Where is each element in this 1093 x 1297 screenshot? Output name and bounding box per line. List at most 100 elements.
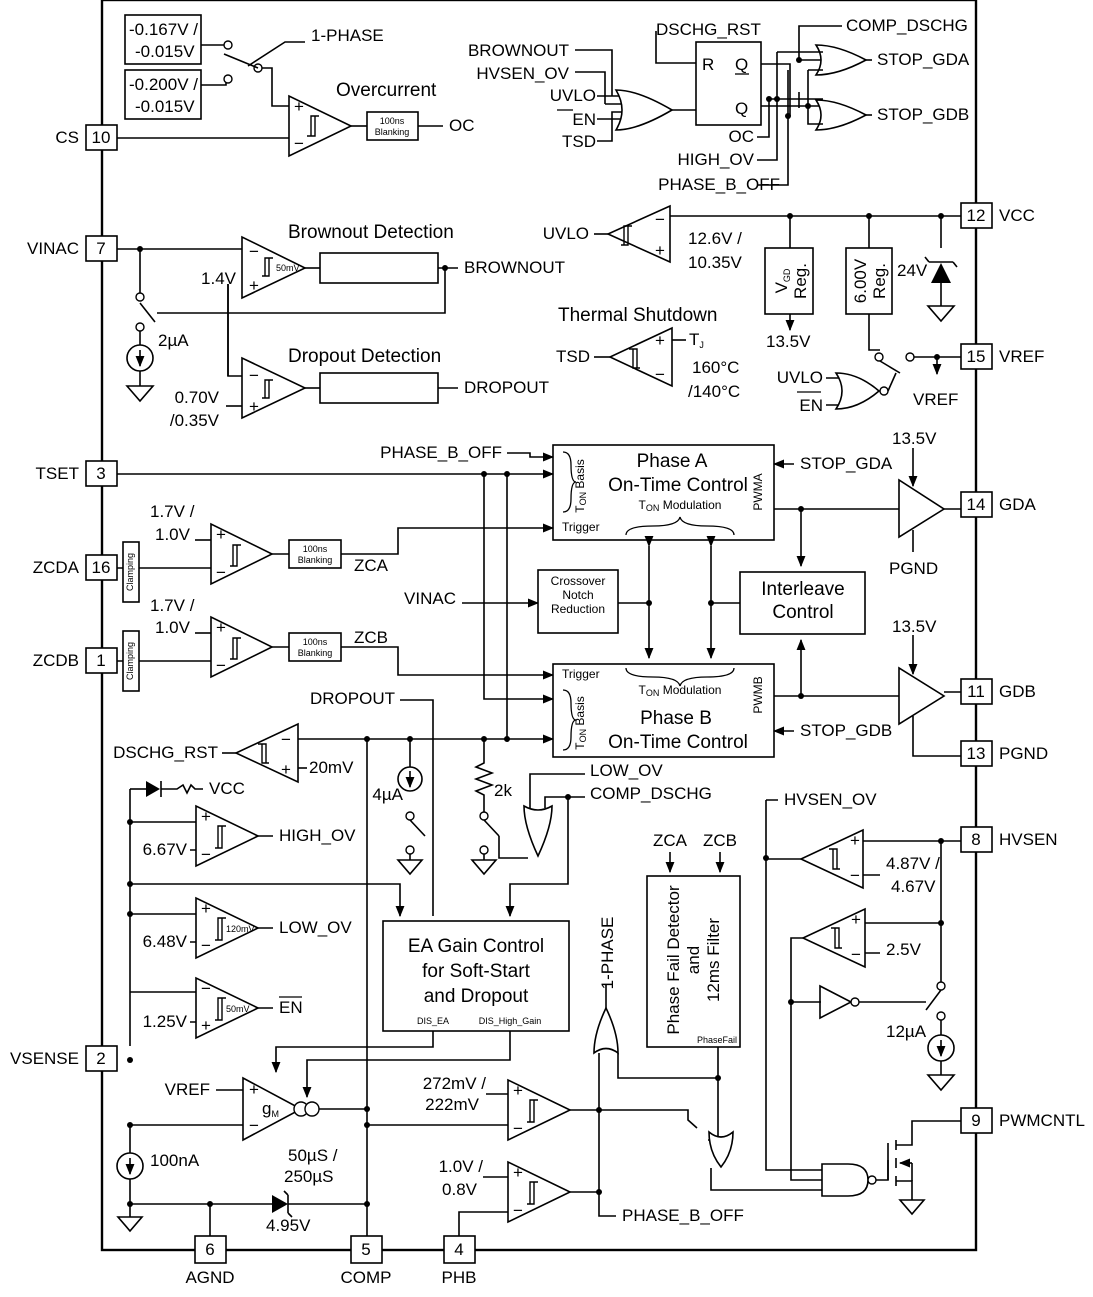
latch-stop-gda-label: STOP_GDA (877, 50, 970, 69)
phase-b-title2: On-Time Control (608, 732, 748, 753)
thermal-output-label: TSD (556, 347, 590, 366)
pin-pwmcntl-label: PWMCNTL (999, 1111, 1085, 1130)
svg-text:−: − (201, 979, 211, 998)
pin-gda: 14 GDA (960, 491, 1037, 518)
svg-text:−: − (513, 1201, 523, 1220)
phase-b-dropout-label: DROPOUT (310, 689, 395, 708)
svg-text:−: − (249, 366, 259, 385)
oc-blanking-line1: 100ns (380, 116, 405, 126)
latch-r-label: R (702, 55, 714, 74)
latch-comp-dschg-label: COMP_DSCHG (846, 16, 968, 35)
oc-threshold-b-box (124, 69, 202, 120)
brownout-output-label: BROWNOUT (464, 258, 565, 277)
low-ov-output-label: LOW_OV (279, 918, 352, 937)
brownout-comparator (241, 235, 307, 300)
pin-phb-label: PHB (442, 1268, 477, 1287)
svg-text:TON Basis: TON Basis (573, 696, 588, 750)
zcda-clamp-label: Clamping (125, 553, 135, 591)
hvsen-ov-label: HVSEN_OV (784, 790, 877, 809)
ov-vcc-label: VCC (209, 779, 245, 798)
uvlo-comparator (606, 204, 671, 264)
svg-text:−: − (249, 242, 259, 261)
brownout-dropout-block: 2µA − + 50mV 1.4V Brownout Detection BRO… (117, 222, 565, 430)
overcurrent-title: Overcurrent (336, 80, 437, 101)
pin-hvsen-number: 8 (971, 830, 980, 849)
en-threshold-label: 1.25V (143, 1012, 188, 1031)
vref-enable-nor-gate (834, 372, 881, 410)
latch-oc-label: OC (729, 127, 755, 146)
phase-fail-line3: 12ms Filter (704, 918, 723, 1002)
oc-output-label: OC (449, 116, 475, 135)
pin-gdb: 11 GDB (960, 678, 1036, 705)
phase-b-mod: Modulation (663, 683, 722, 697)
pin-hvsen-label: HVSEN (999, 830, 1058, 849)
pin-vref-number: 15 (967, 347, 986, 366)
phase-fail-detector (646, 875, 741, 1048)
gm-vref-label: VREF (165, 1080, 210, 1099)
pin-vcc: 12 VCC (960, 202, 1035, 229)
crossover-line3: Reduction (551, 602, 605, 616)
stop-gda-or-gate (814, 44, 868, 76)
zcda-blanking-line2: Blanking (298, 555, 333, 565)
brownout-title: Brownout Detection (288, 222, 454, 243)
pin-pwmcntl-number: 9 (971, 1111, 980, 1130)
hvsen-pwm-comparator (801, 907, 866, 969)
sr-latch (695, 41, 762, 126)
phase-a-phase-b-off-label: PHASE_B_OFF (380, 443, 502, 462)
oc-blanking-line2: Blanking (375, 127, 410, 137)
phb-phase-b-off-label: PHASE_B_OFF (622, 1206, 744, 1225)
pin-vref-label: VREF (999, 347, 1044, 366)
pin-zcda: 16 ZCDA (33, 554, 118, 581)
en-comparator (195, 976, 260, 1040)
dschg-comparator (234, 722, 299, 784)
svg-text:gM: gM (262, 1099, 279, 1119)
pin-cs-number: 10 (92, 128, 111, 147)
latch-q-label: Q (735, 99, 748, 118)
dropout-threshold-line1: 0.70V (175, 388, 220, 407)
pin-vinac-number: 7 (96, 239, 105, 258)
latch-tsd-label: TSD (562, 132, 596, 151)
pin-gdb-number: 11 (967, 682, 985, 701)
zcd-block: Clamping + − 1.7V / 1.0V 100ns Blanking … (117, 502, 555, 692)
pin-vref: 15 VREF (960, 343, 1044, 370)
pin-vsense: 2 VSENSE (10, 1045, 118, 1072)
ea-dis-hg-label: DIS_High_Gain (479, 1016, 542, 1026)
pin-zcda-number: 16 (92, 558, 111, 577)
en-hysteresis-label: 50mV (226, 1004, 250, 1014)
dschg-or-gate (523, 804, 553, 858)
pin-vinac-label: VINAC (27, 239, 79, 258)
brownout-hysteresis-label: 50mV (276, 263, 300, 273)
vref-reg-label: Reg. (870, 263, 889, 299)
svg-text:−: − (216, 563, 226, 582)
svg-text:+: + (850, 831, 860, 850)
dropout-comparator (241, 356, 307, 420)
vgd-reg-output: 13.5V (766, 332, 811, 351)
svg-text:TON Basis: TON Basis (573, 459, 588, 513)
dschg-output-label: DSCHG_RST (113, 743, 218, 762)
clamp-zener-label: 4.95V (266, 1216, 311, 1235)
phase-fail-zcb-label: ZCB (703, 831, 737, 850)
dschg-comp-dschg-label: COMP_DSCHG (590, 784, 712, 803)
latch-hvsen-ov-label: HVSEN_OV (476, 64, 569, 83)
gm-sub: M (271, 1109, 279, 1119)
phase-a-title1: Phase A (637, 451, 708, 472)
svg-text:−: − (851, 945, 861, 964)
oc-threshold-b-line1: -0.200V / (129, 75, 198, 94)
en-output-label: EN (279, 998, 303, 1017)
crossover-notch-reduction (537, 569, 619, 634)
pwmcntl-block: + − 272mV / 222mV + − 1.0V / 0.8V PHASE_… (423, 1074, 822, 1236)
ea-block: EA Gain Control for Soft-Start and Dropo… (116, 739, 570, 1236)
oc-threshold-a-line1: -0.167V / (129, 20, 198, 39)
svg-text:+: + (655, 331, 665, 350)
svg-text:+: + (851, 910, 861, 929)
gdb-driver (898, 666, 946, 726)
svg-text:+: + (216, 525, 226, 544)
phase-a-ton: T (639, 498, 647, 512)
gda-driver-pgnd: PGND (889, 559, 938, 578)
vsense-current-label: 100nA (150, 1151, 200, 1170)
vref-reg-value: 6.00V (851, 258, 870, 303)
zcdb-comparator (210, 615, 274, 679)
thermal-tj-sub: J (699, 340, 704, 350)
hvsen-threshold-line3: 2.5V (886, 940, 922, 959)
